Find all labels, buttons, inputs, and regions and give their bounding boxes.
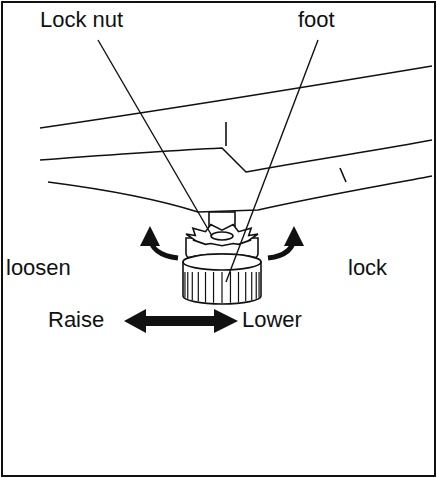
loosen-arrow <box>150 236 178 258</box>
leveling-foot <box>183 212 261 304</box>
direction-label: Raise <box>48 308 104 332</box>
raise-lower-arrow <box>124 309 238 333</box>
foot-body <box>183 254 261 304</box>
leader-line <box>98 40 212 236</box>
foot-top <box>183 254 261 270</box>
seam-line <box>340 168 346 182</box>
direction-label: Lower <box>242 308 302 332</box>
part-label: foot <box>298 8 335 32</box>
base-edge <box>48 176 432 212</box>
action-label: lock <box>348 256 387 280</box>
base-edge <box>40 66 432 128</box>
appliance-base <box>40 66 432 212</box>
base-edge <box>40 140 432 172</box>
seam-line <box>225 122 227 146</box>
action-label: loosen <box>6 256 71 280</box>
stem-hole <box>211 232 233 240</box>
lock-arrow <box>268 236 294 258</box>
part-label: Lock nut <box>40 8 123 32</box>
leader-line <box>226 40 318 282</box>
knurling <box>185 272 259 303</box>
